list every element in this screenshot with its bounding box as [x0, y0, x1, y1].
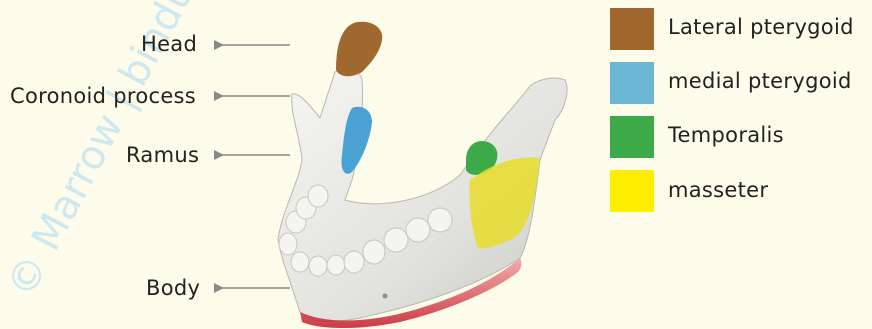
legend-label-lateral-pterygoid: Lateral pterygoid	[668, 15, 854, 39]
legend-swatch-lateral-pterygoid	[610, 8, 654, 50]
legend-label-masseter: masseter	[668, 178, 768, 202]
legend-swatch-medial-pterygoid	[610, 62, 654, 104]
legend-swatch-masseter	[610, 170, 654, 212]
mandible	[278, 22, 567, 328]
label-head: Head	[141, 32, 197, 56]
label-coronoid-process: Coronoid process	[10, 84, 196, 108]
pointer-arrows	[222, 45, 290, 288]
legend-label-temporalis: Temporalis	[668, 123, 784, 147]
legend-swatch-temporalis	[610, 116, 654, 158]
condyle-head-region	[336, 22, 382, 77]
label-body: Body	[146, 276, 200, 300]
legend-label-medial-pterygoid: medial pterygoid	[668, 69, 852, 93]
label-ramus: Ramus	[126, 143, 199, 167]
